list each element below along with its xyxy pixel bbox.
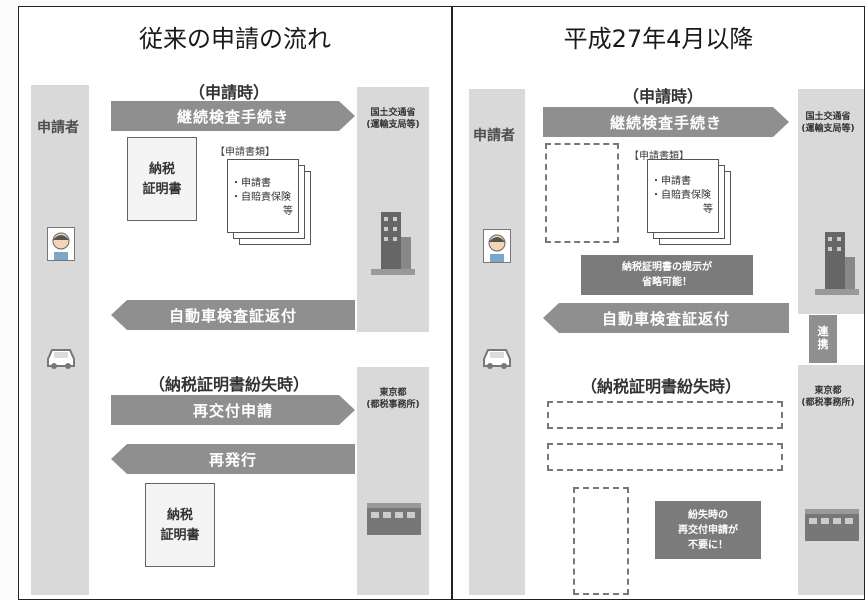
person-icon (47, 227, 75, 261)
right-panel-title: 平成27年4月以降 (563, 25, 754, 53)
removed-certificate-placeholder (573, 487, 629, 595)
tokyo-name: 東京都 (814, 386, 842, 396)
doc-item-insurance: ・自賠責保険 (651, 190, 711, 201)
office-icon (365, 497, 423, 541)
callout2-line2: 再交付申請が (678, 524, 738, 536)
tokyo-name: 東京都 (379, 388, 407, 398)
mlit-agency-label: 国土交通省 (運輸支局等) (353, 107, 433, 131)
mlit-name: 国土交通省 (370, 108, 416, 118)
continuing-inspection-arrow: 継続検査手続き (543, 107, 789, 137)
doc-item-insurance: ・自賠責保険 (231, 192, 291, 203)
callout2-line3: 不要に！ (688, 539, 728, 551)
mlit-sub: (運輸支局等) (366, 120, 420, 130)
applicant-column (469, 89, 525, 595)
left-doc-list: ・申請書 ・自賠責保険 等 (231, 177, 293, 219)
mlit-name: 国土交通省 (805, 112, 851, 122)
doc-item-application: ・申請書 (651, 176, 691, 187)
continuing-inspection-arrow: 継続検査手続き (111, 101, 355, 131)
right-section-lost-head: （納税証明書紛失時） (580, 377, 741, 396)
right-doc-tag: 【申請書類】 (629, 151, 689, 162)
tokyo-tax-column (357, 367, 429, 595)
reissue-application-arrow: 再交付申請 (111, 395, 355, 425)
link-label-1: 連 (817, 325, 829, 338)
left-panel-previous-flow: 従来の申請の流れ 申請者 国土交通省 (運輸支局等) 東京都 (都税事務所) (18, 6, 452, 600)
doc-item-application: ・申請書 (231, 178, 271, 189)
right-section-application-head: （申請時） (622, 87, 703, 106)
applicant-label: 申請者 (37, 120, 79, 136)
inspection-certificate-return-arrow: 自動車検査証返付 (111, 300, 355, 330)
left-section-application-head: （申請時） (188, 83, 269, 102)
person-icon (483, 229, 511, 263)
inspection-certificate-return-arrow: 自動車検査証返付 (543, 303, 789, 333)
right-panel-new-flow: 平成27年4月以降 申請者 国土交通省 (運輸支局等) 連 携 東京都 (都税事… (452, 6, 865, 600)
tokyo-agency-label: 東京都 (都税事務所) (353, 387, 433, 411)
tokyo-sub: (都税事務所) (366, 400, 420, 410)
mlit-agency-label: 国土交通省 (運輸支局等) (788, 111, 864, 135)
tax-cert-label-1: 納税 (148, 162, 175, 177)
tax-certificate: 納税 証明書 (127, 137, 197, 221)
tax-cert-label-2: 証明書 (142, 182, 182, 197)
mlit-column (357, 87, 429, 332)
reissued-tax-certificate: 納税 証明書 (145, 483, 215, 567)
applicant-column (31, 85, 89, 595)
tokyo-tax-column (798, 365, 864, 595)
reissue-unnecessary-callout: 紛失時の 再交付申請が 不要に！ (655, 501, 761, 559)
application-documents (219, 157, 339, 257)
left-panel-title: 従来の申請の流れ (139, 25, 331, 53)
certificate-omission-callout: 納税証明書の提示が 省略可能！ (581, 255, 753, 295)
callout1-line1: 納税証明書の提示が (622, 262, 712, 273)
link-label-2: 携 (817, 338, 829, 351)
car-icon (45, 347, 77, 373)
building-icon (371, 207, 415, 281)
mlit-sub: (運輸支局等) (801, 124, 855, 134)
building-icon (815, 227, 859, 301)
right-doc-list: ・申請書 ・自賠責保険 等 (651, 175, 713, 217)
left-doc-tag: 【申請書類】 (215, 147, 275, 158)
reissued-cert-label-2: 証明書 (160, 528, 200, 543)
tokyo-sub: (都税事務所) (801, 398, 855, 408)
applicant-label: 申請者 (473, 128, 515, 144)
omitted-certificate-placeholder (545, 143, 619, 243)
left-section-lost-head: （納税証明書紛失時） (148, 375, 309, 394)
callout2-line1: 紛失時の (688, 509, 728, 521)
reissue-arrow-removed (547, 443, 783, 471)
office-icon (803, 503, 861, 547)
data-link-connector: 連 携 (809, 315, 837, 363)
tokyo-agency-label: 東京都 (都税事務所) (788, 385, 864, 409)
reissue-arrow: 再発行 (111, 444, 355, 474)
car-icon (481, 347, 513, 373)
doc-item-etc: 等 (283, 206, 293, 217)
application-documents (639, 157, 749, 252)
reissue-application-arrow-removed (547, 401, 783, 429)
reissued-cert-label-1: 納税 (166, 508, 193, 523)
callout1-line2: 省略可能！ (642, 277, 692, 288)
doc-item-etc: 等 (703, 204, 713, 215)
